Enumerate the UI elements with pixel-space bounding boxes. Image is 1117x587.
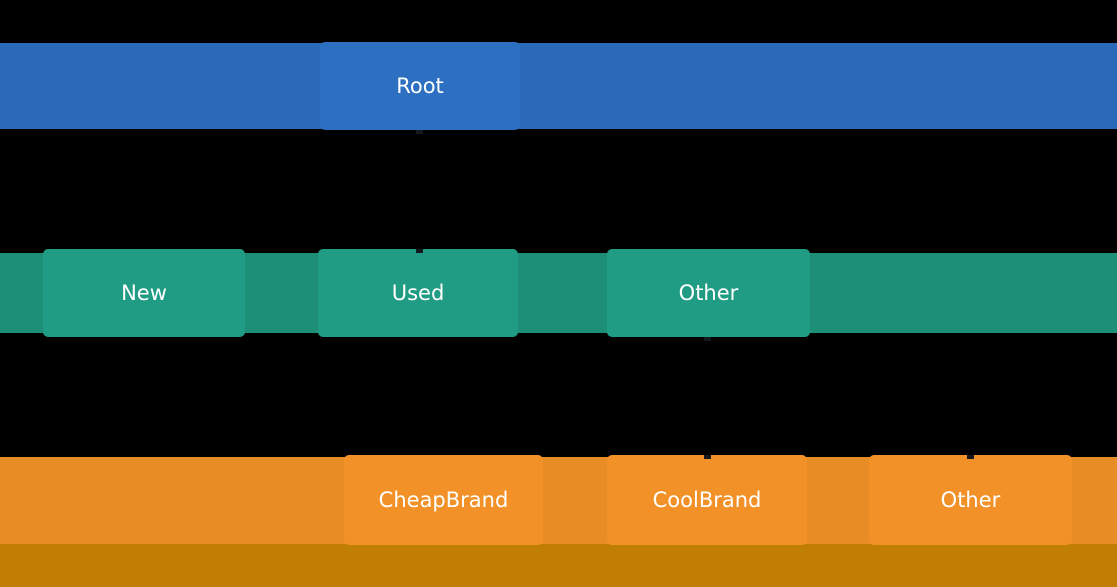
node-other-condition[interactable]: Other: [607, 249, 810, 337]
node-other-brand-label: Other: [940, 487, 1001, 512]
node-new-label: New: [121, 280, 167, 305]
connector-stub-used-top: [416, 249, 423, 253]
node-root-label: Root: [396, 73, 444, 98]
node-cheapbrand-label: CheapBrand: [378, 487, 509, 512]
node-coolbrand-label: CoolBrand: [652, 487, 762, 512]
connector-stub-other-condition-bottom: [704, 337, 711, 341]
node-used[interactable]: Used: [318, 249, 518, 337]
node-new[interactable]: New: [43, 249, 245, 337]
node-other-brand[interactable]: Other: [869, 455, 1072, 545]
node-root[interactable]: Root: [320, 42, 520, 130]
node-coolbrand[interactable]: CoolBrand: [607, 455, 807, 545]
connector-stub-root-bottom: [416, 130, 423, 134]
node-used-label: Used: [391, 280, 445, 305]
node-other-condition-label: Other: [678, 280, 739, 305]
connector-stub-other-brand-top: [967, 455, 974, 459]
level1-strip: [0, 43, 1117, 129]
node-cheapbrand[interactable]: CheapBrand: [344, 455, 543, 545]
level4-strip: [0, 544, 1117, 587]
connector-stub-coolbrand-top: [704, 455, 711, 459]
